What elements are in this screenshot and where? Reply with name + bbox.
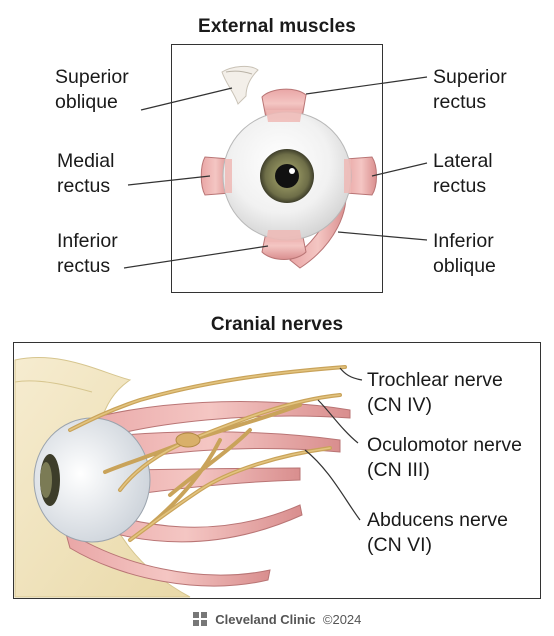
oculomotor-nerve-label: Oculomotor nerve(CN III): [367, 433, 522, 483]
footer-credit: Cleveland Clinic ©2024: [0, 612, 554, 629]
cleveland-clinic-logo-icon: [193, 612, 209, 629]
external-eye-figure: [201, 66, 376, 268]
brand-name: Cleveland Clinic: [215, 612, 315, 627]
cranial-nerves-figure: [15, 357, 350, 597]
copyright-text: ©2024: [323, 612, 362, 627]
abducens-nerve-label: Abducens nerve(CN VI): [367, 508, 508, 558]
trochlear-nerve-label: Trochlear nerve(CN IV): [367, 368, 503, 418]
